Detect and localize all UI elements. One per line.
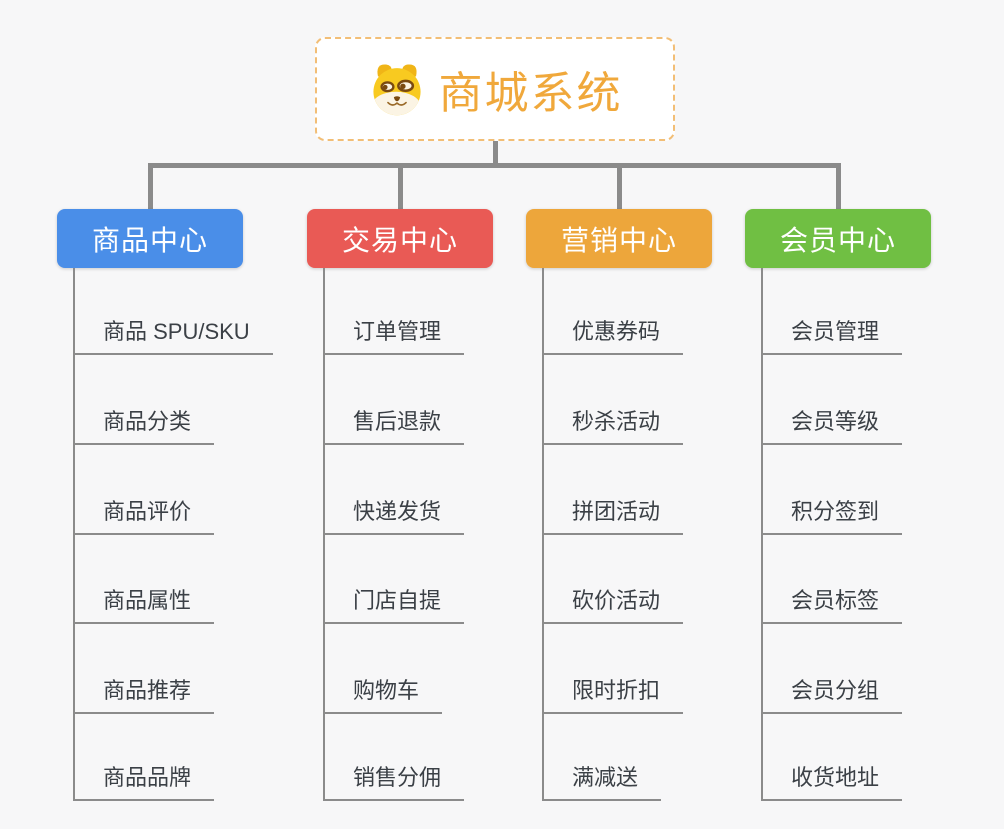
leaf-node[interactable]: 门店自提 (323, 586, 465, 624)
root-title: 商城系统 (438, 69, 623, 118)
leaf-node[interactable]: 会员标签 (761, 586, 903, 624)
branch-column-products: 商品中心 商品 SPU/SKU 商品分类 商品评价 商品属性 商品推荐 商品品牌 (57, 0, 317, 840)
leaf-node[interactable]: 快递发货 (323, 497, 465, 535)
connector-drop-1 (148, 163, 153, 210)
leaf-node[interactable]: 拼团活动 (542, 497, 684, 535)
leaf-node[interactable]: 会员管理 (761, 317, 903, 355)
leaf-node[interactable]: 积分签到 (761, 497, 903, 535)
leaf-node[interactable]: 秒杀活动 (542, 407, 684, 445)
branch-node-members[interactable]: 会员中心 (745, 209, 931, 268)
leaf-node[interactable]: 商品 SPU/SKU (73, 317, 273, 355)
branch-node-products[interactable]: 商品中心 (57, 209, 243, 268)
leaf-node[interactable]: 砍价活动 (542, 586, 684, 624)
leaf-node[interactable]: 商品推荐 (73, 676, 215, 714)
leaf-node[interactable]: 满减送 (542, 763, 662, 801)
connector-drop-3 (617, 163, 622, 210)
connector-horizontal-bar (148, 163, 841, 168)
leaf-node[interactable]: 商品评价 (73, 497, 215, 535)
leaf-node[interactable]: 商品属性 (73, 586, 215, 624)
leaf-node[interactable]: 销售分佣 (323, 763, 465, 801)
leaf-node[interactable]: 会员分组 (761, 676, 903, 714)
leaf-node[interactable]: 商品品牌 (73, 763, 215, 801)
connector-drop-2 (398, 163, 403, 210)
leaf-node[interactable]: 售后退款 (323, 407, 465, 445)
leaf-node[interactable]: 商品分类 (73, 407, 215, 445)
leaf-node[interactable]: 收货地址 (761, 763, 903, 801)
connector-root-stub (493, 141, 498, 165)
bottom-edge (0, 829, 1004, 840)
leaf-node[interactable]: 会员等级 (761, 407, 903, 445)
branch-column-trade: 交易中心 订单管理 售后退款 快递发货 门店自提 购物车 销售分佣 (307, 0, 567, 840)
connector-drop-4 (836, 163, 841, 210)
leaf-node[interactable]: 限时折扣 (542, 676, 684, 714)
root-node[interactable]: 商城系统 (315, 37, 675, 141)
branch-column-marketing: 营销中心 优惠券码 秒杀活动 拼团活动 砍价活动 限时折扣 满减送 (526, 0, 786, 840)
branch-node-marketing[interactable]: 营销中心 (526, 209, 712, 268)
branch-node-trade[interactable]: 交易中心 (307, 209, 493, 268)
leaf-node[interactable]: 订单管理 (323, 317, 465, 355)
leaf-node[interactable]: 优惠券码 (542, 317, 684, 355)
doge-face-icon (372, 64, 421, 116)
leaf-node[interactable]: 购物车 (323, 676, 443, 714)
branch-column-members: 会员中心 会员管理 会员等级 积分签到 会员标签 会员分组 收货地址 (745, 0, 1004, 840)
